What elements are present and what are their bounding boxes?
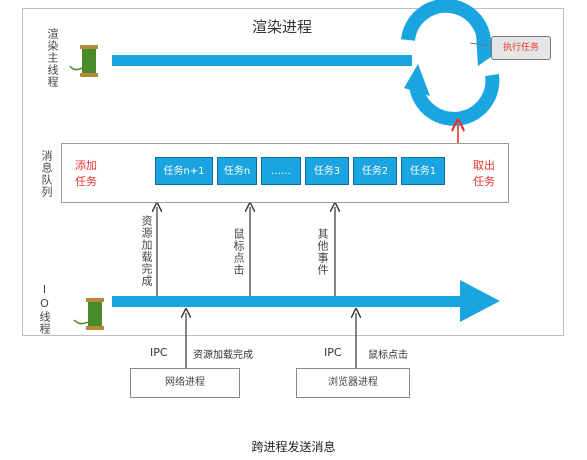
- task-item: 任务3: [305, 157, 349, 185]
- diagram-title: 渲染进程: [252, 18, 313, 36]
- task-item: ……: [261, 157, 301, 185]
- browser-event-label: 鼠标点击: [368, 350, 408, 361]
- task-item: 任务1: [401, 157, 445, 185]
- message-queue-label: 消息队列: [40, 150, 53, 198]
- event-label-mouse-click: 鼠标点击: [232, 228, 245, 276]
- task-item: 任务n: [217, 157, 257, 185]
- main-thread-arrow: [112, 55, 412, 66]
- take-task-label: 取出任务: [473, 159, 495, 188]
- add-task-label: 添加任务: [75, 159, 97, 188]
- task-item: 任务2: [353, 157, 397, 185]
- execute-task-bubble: 执行任务: [491, 36, 551, 60]
- main-thread-spool-icon: [69, 45, 98, 77]
- network-event-label: 资源加载完成: [193, 350, 253, 361]
- network-process-box: 网络进程: [130, 368, 240, 398]
- task-item: 任务n+1: [155, 157, 213, 185]
- network-ipc-label: IPC: [150, 346, 168, 359]
- io-thread-spool-icon: [73, 298, 104, 330]
- diagram-caption: 跨进程发送消息: [251, 440, 336, 454]
- render-main-thread-label: 渲染主线程: [46, 28, 59, 88]
- event-label-resource-loaded: 资源加载完成: [140, 215, 153, 287]
- io-thread-arrow: [112, 296, 464, 307]
- browser-ipc-label: IPC: [324, 346, 342, 359]
- refresh-cycle-icon: [401, 0, 500, 126]
- browser-process-box: 浏览器进程: [296, 368, 410, 398]
- io-thread-label: IO线程: [38, 283, 51, 335]
- event-label-other-events: 其他事件: [316, 228, 329, 276]
